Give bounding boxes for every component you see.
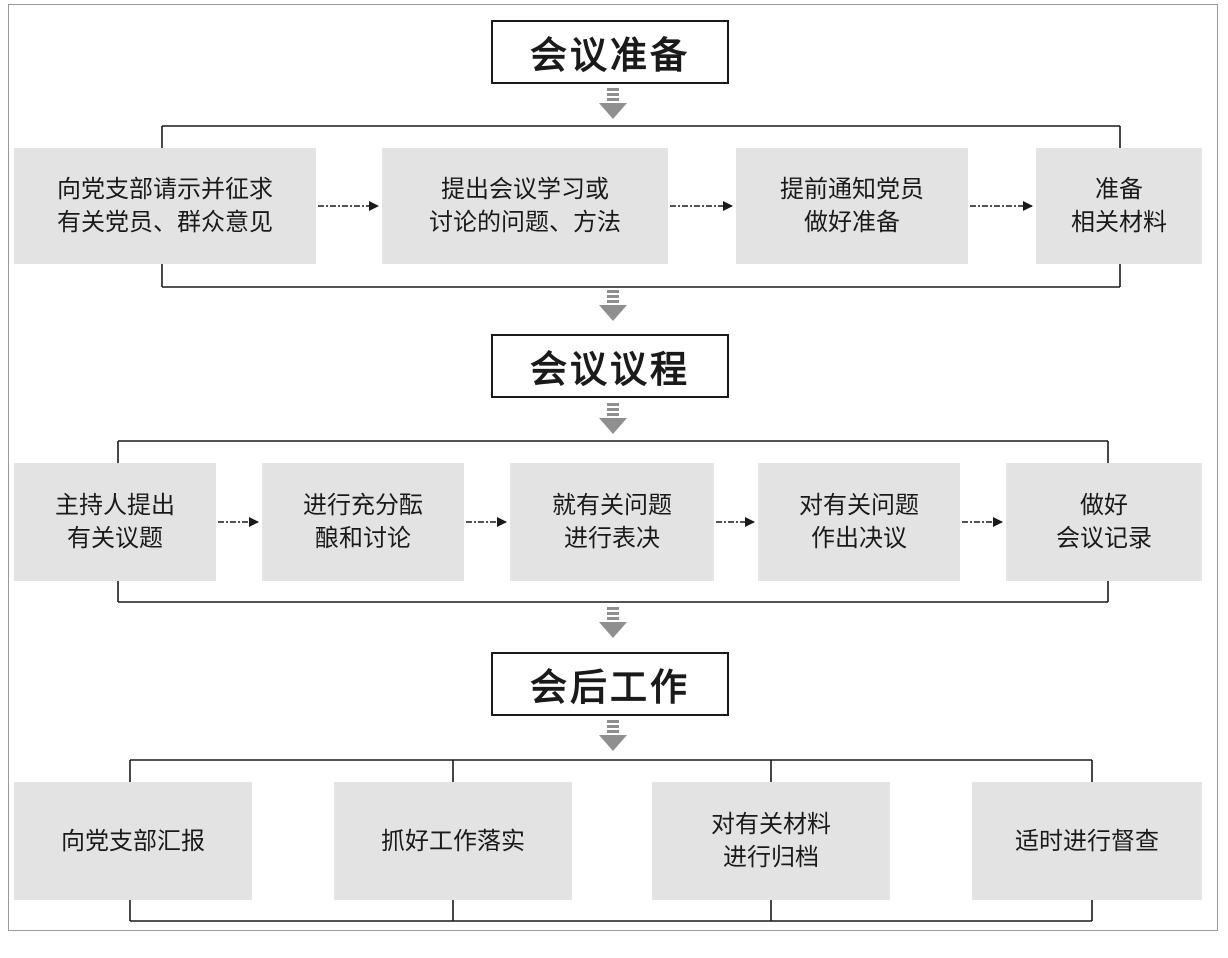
step-box-agenda-1: 主持人提出 有关议题 <box>14 463 216 581</box>
step-line: 做好准备 <box>804 208 900 236</box>
section-title-agenda: 会议议程 <box>491 334 729 398</box>
step-line: 抓好工作落实 <box>381 826 525 855</box>
section-title-followup: 会后工作 <box>491 652 729 716</box>
step-line: 酿和讨论 <box>315 524 411 552</box>
section-title-text: 会议准备 <box>530 34 690 77</box>
step-box-followup-2: 抓好工作落实 <box>334 782 572 900</box>
step-line: 作出决议 <box>811 524 907 552</box>
step-box-prep-1: 向党支部请示并征求 有关党员、群众意见 <box>14 148 316 264</box>
step-box-prep-2: 提出会议学习或 讨论的问题、方法 <box>382 148 668 264</box>
step-line: 对有关问题 <box>799 491 919 519</box>
step-line: 进行归档 <box>723 843 819 871</box>
step-line: 做好 <box>1080 491 1128 519</box>
wires <box>117 88 1121 922</box>
step-box-prep-4: 准备 相关材料 <box>1036 148 1202 264</box>
section-title-text: 会后工作 <box>530 666 690 709</box>
step-box-followup-4: 适时进行督查 <box>972 782 1202 900</box>
step-line: 准备 <box>1095 175 1143 203</box>
step-box-followup-3: 对有关材料 进行归档 <box>652 782 890 900</box>
step-line: 讨论的问题、方法 <box>429 208 621 236</box>
step-box-agenda-4: 对有关问题 作出决议 <box>758 463 960 581</box>
step-line: 适时进行督查 <box>1015 826 1159 855</box>
step-line: 有关议题 <box>67 524 163 552</box>
step-line: 相关材料 <box>1071 208 1167 236</box>
down-arrow-icon <box>599 88 627 119</box>
down-arrow-icon <box>599 290 627 321</box>
step-box-agenda-3: 就有关问题 进行表决 <box>510 463 714 581</box>
down-arrow-icon <box>599 607 627 638</box>
step-line: 就有关问题 <box>552 491 672 519</box>
step-line: 进行充分酝 <box>303 491 423 519</box>
step-line: 会议记录 <box>1056 524 1152 552</box>
step-line: 进行表决 <box>564 524 660 552</box>
down-arrow-icon <box>599 403 627 434</box>
step-line: 有关党员、群众意见 <box>57 208 273 236</box>
section-title-text: 会议议程 <box>530 348 690 391</box>
step-line: 主持人提出 <box>55 491 175 519</box>
diagram-frame <box>8 4 1218 931</box>
step-box-agenda-5: 做好 会议记录 <box>1006 463 1202 581</box>
step-line: 提前通知党员 <box>780 175 924 203</box>
step-line: 向党支部汇报 <box>61 826 205 855</box>
step-line: 对有关材料 <box>711 810 831 838</box>
step-line: 提出会议学习或 <box>441 175 609 203</box>
down-arrow-icon <box>599 720 627 751</box>
step-box-followup-1: 向党支部汇报 <box>14 782 252 900</box>
section-title-preparation: 会议准备 <box>491 20 729 84</box>
step-box-prep-3: 提前通知党员 做好准备 <box>736 148 968 264</box>
step-line: 向党支部请示并征求 <box>57 175 273 203</box>
step-box-agenda-2: 进行充分酝 酿和讨论 <box>262 463 464 581</box>
